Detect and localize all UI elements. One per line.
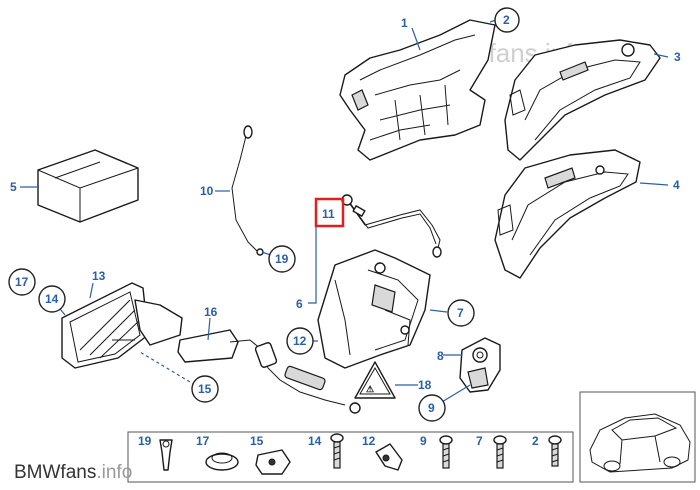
svg-text:10: 10 bbox=[200, 184, 214, 198]
svg-text:18: 18 bbox=[418, 378, 432, 392]
part-10-rod[interactable] bbox=[231, 125, 264, 256]
callout-11-highlighted[interactable]: 11 bbox=[314, 197, 345, 228]
svg-text:8: 8 bbox=[437, 349, 444, 363]
callout-8: 8 bbox=[437, 349, 444, 363]
callout-10: 10 bbox=[200, 184, 214, 198]
callout-19-top: 19 bbox=[268, 245, 296, 273]
callout-12: 12 bbox=[286, 327, 314, 355]
callout-6: 6 bbox=[296, 297, 303, 311]
svg-text:1: 1 bbox=[401, 16, 408, 30]
svg-text:7: 7 bbox=[457, 306, 464, 320]
svg-text:17: 17 bbox=[15, 275, 29, 289]
svg-text:4: 4 bbox=[673, 178, 680, 192]
legend-item-19[interactable]: 19 bbox=[138, 434, 173, 471]
svg-text:14: 14 bbox=[45, 292, 59, 306]
part-1-handle-carrier[interactable] bbox=[339, 19, 496, 161]
svg-text:15: 15 bbox=[250, 434, 264, 448]
svg-text:16: 16 bbox=[204, 305, 218, 319]
car-thumbnail[interactable] bbox=[579, 391, 696, 483]
svg-text:2: 2 bbox=[503, 13, 510, 27]
legend-item-15[interactable]: 15 bbox=[250, 434, 291, 475]
svg-text:6: 6 bbox=[296, 297, 303, 311]
svg-text:5: 5 bbox=[10, 180, 17, 194]
svg-text:15: 15 bbox=[198, 382, 212, 396]
callout-15: 15 bbox=[191, 375, 219, 403]
svg-text:2: 2 bbox=[532, 434, 539, 448]
svg-text:19: 19 bbox=[138, 434, 152, 448]
svg-text:⚠: ⚠ bbox=[366, 384, 374, 394]
callout-17: 17 bbox=[8, 268, 36, 296]
svg-text:17: 17 bbox=[196, 434, 210, 448]
svg-text:7: 7 bbox=[476, 434, 483, 448]
legend-item-12[interactable]: 12 bbox=[362, 434, 403, 471]
legend-item-2[interactable]: 2 bbox=[532, 434, 562, 467]
callout-2: 2 bbox=[494, 7, 520, 33]
legend-item-7[interactable]: 7 bbox=[476, 434, 507, 469]
callout-18: 18 bbox=[418, 378, 432, 392]
part-4-outer-handle[interactable] bbox=[494, 149, 641, 279]
part-18-warning-label[interactable]: ⚠ bbox=[354, 361, 396, 399]
callout-1: 1 bbox=[401, 16, 408, 30]
callout-5: 5 bbox=[10, 180, 17, 194]
callout-4: 4 bbox=[673, 178, 680, 192]
part-5-box[interactable] bbox=[37, 149, 139, 223]
svg-text:13: 13 bbox=[92, 269, 106, 283]
svg-text:9: 9 bbox=[428, 401, 435, 415]
svg-text:3: 3 bbox=[674, 50, 681, 64]
svg-text:19: 19 bbox=[275, 252, 289, 266]
legend-item-14[interactable]: 14 bbox=[308, 433, 344, 469]
part-11-cable[interactable] bbox=[341, 194, 442, 258]
legend-item-9[interactable]: 9 bbox=[420, 434, 453, 469]
svg-text:14: 14 bbox=[308, 434, 322, 448]
part-3-outer-handle[interactable] bbox=[504, 39, 661, 161]
legend-item-17[interactable]: 17 bbox=[196, 434, 239, 471]
callout-7: 7 bbox=[447, 299, 475, 327]
svg-text:12: 12 bbox=[362, 434, 376, 448]
svg-text:11: 11 bbox=[322, 207, 335, 221]
part-8-striker[interactable] bbox=[459, 337, 501, 393]
callout-13: 13 bbox=[92, 269, 106, 283]
callout-14: 14 bbox=[38, 285, 66, 313]
part-16-bracket-cable[interactable] bbox=[177, 329, 361, 414]
part-7-door-lock[interactable] bbox=[317, 249, 431, 369]
svg-text:12: 12 bbox=[293, 334, 307, 348]
brand-logo: BMWfans.info bbox=[14, 462, 132, 483]
callout-16: 16 bbox=[204, 305, 218, 319]
svg-text:9: 9 bbox=[420, 434, 427, 448]
callout-9: 9 bbox=[418, 394, 446, 422]
part-13-mirror-unit[interactable] bbox=[61, 282, 183, 369]
callout-3: 3 bbox=[674, 50, 681, 64]
